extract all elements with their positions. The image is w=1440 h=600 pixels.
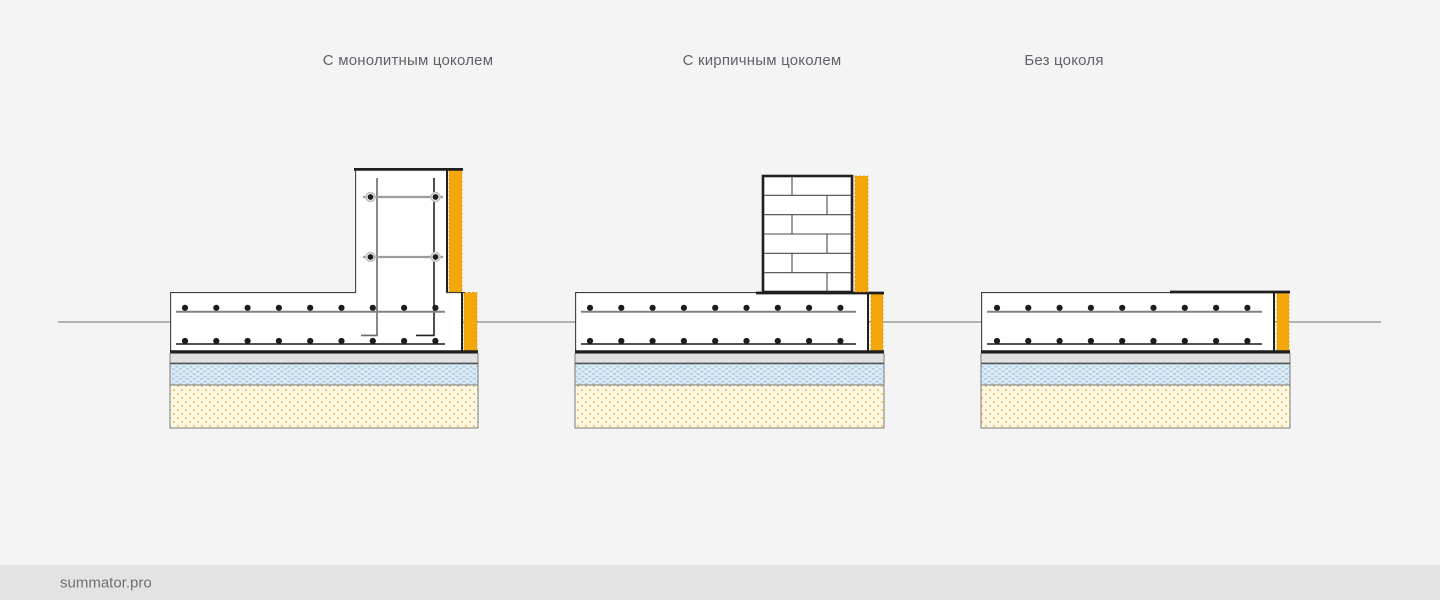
rebar-dot xyxy=(244,304,251,311)
slab-edge-insulation xyxy=(1276,292,1290,352)
diagram-no-plinth xyxy=(980,290,1291,429)
diagram-title-brick: С кирпичным цоколем xyxy=(682,52,842,69)
rebar-dot xyxy=(743,304,750,311)
rebar-dot xyxy=(680,337,688,345)
rebar-dot xyxy=(649,304,656,311)
rebar-dot xyxy=(993,304,1001,311)
rebar-dot xyxy=(369,304,376,311)
rebar-dot xyxy=(743,337,750,345)
vertical-rebar xyxy=(416,178,435,337)
rebar-dot xyxy=(837,337,844,345)
substrate-layers xyxy=(574,353,885,429)
rebar-section xyxy=(432,254,439,260)
diagram-title-monolithic: С монолитным цоколем xyxy=(322,52,494,69)
rebar-dot xyxy=(401,337,408,345)
rebar-dot xyxy=(244,337,251,345)
rebar-dot xyxy=(1025,337,1032,345)
rebar-dot xyxy=(181,304,189,311)
rebar-dot xyxy=(338,337,345,345)
rebar-section xyxy=(367,194,374,200)
rebar-dot xyxy=(369,337,376,345)
slab-rebar xyxy=(581,304,856,345)
insulation-layer xyxy=(169,362,479,386)
rebar-dot xyxy=(181,337,189,345)
site-watermark: summator.pro xyxy=(60,574,152,591)
rebar-dot xyxy=(837,304,844,311)
rebar-dot xyxy=(1181,304,1188,311)
rebar-dot xyxy=(213,304,220,311)
rebar-dot xyxy=(680,304,688,311)
rebar-dot xyxy=(1150,304,1157,311)
sand-layer xyxy=(169,384,479,429)
insulation-layer xyxy=(980,362,1291,386)
rebar-dot xyxy=(586,304,594,311)
sand-layer xyxy=(980,384,1291,429)
slab-edge-insulation xyxy=(870,292,884,352)
footer-bar: summator.pro xyxy=(0,565,1440,600)
rebar-dot xyxy=(213,337,220,345)
rebar-dot xyxy=(1244,337,1251,345)
plinth-insulation xyxy=(448,169,463,293)
slab-edge-insulation xyxy=(463,292,478,352)
rebar-dot xyxy=(275,304,282,311)
rebar-dot xyxy=(774,304,781,311)
brick-joints xyxy=(763,176,852,292)
diagram-brick-plinth xyxy=(574,174,885,429)
rebar-section xyxy=(432,194,439,200)
rebar-dot xyxy=(1119,304,1126,311)
plinth-insulation xyxy=(854,175,869,293)
rebar-dot xyxy=(338,304,345,311)
rebar-dot xyxy=(1025,304,1032,311)
rebar-dot xyxy=(618,337,625,345)
rebar-dot xyxy=(432,337,439,345)
rebar-dot xyxy=(1213,337,1220,345)
vertical-rebar xyxy=(361,178,378,337)
rebar-dot xyxy=(307,337,314,345)
rebar-dot xyxy=(307,304,314,311)
foundation-slab xyxy=(981,292,1275,352)
rebar-dot xyxy=(806,337,813,345)
rebar-dot xyxy=(1213,304,1220,311)
prep-layer xyxy=(980,353,1291,364)
prep-layer xyxy=(574,353,885,364)
rebar-dot xyxy=(1087,337,1094,345)
rebar-dot xyxy=(1056,337,1063,345)
rebar-dot xyxy=(649,337,656,345)
rebar-dot xyxy=(618,304,625,311)
rebar-dot xyxy=(401,304,408,311)
rebar-dot xyxy=(1181,337,1188,345)
prep-layer xyxy=(169,353,479,364)
substrate-layers xyxy=(169,353,479,429)
rebar-dot xyxy=(275,337,282,345)
diagram-monolithic-plinth xyxy=(169,167,479,429)
rebar-dot xyxy=(432,304,439,311)
insulation-layer xyxy=(574,362,885,386)
substrate-layers xyxy=(980,353,1291,429)
rebar-dot xyxy=(1087,304,1094,311)
sand-layer xyxy=(574,384,885,429)
rebar-dot xyxy=(712,337,719,345)
rebar-dot xyxy=(1244,304,1251,311)
rebar-dot xyxy=(712,304,719,311)
rebar-dot xyxy=(993,337,1001,345)
rebar-dot xyxy=(1150,337,1157,345)
rebar-dot xyxy=(774,337,781,345)
rebar-dot xyxy=(1056,304,1063,311)
rebar-dot xyxy=(1119,337,1126,345)
slab-rebar xyxy=(987,304,1262,345)
rebar-dot xyxy=(586,337,594,345)
monolithic-plinth-wall xyxy=(355,168,448,292)
rebar-section xyxy=(367,254,374,260)
rebar-dot xyxy=(806,304,813,311)
diagram-title-no-plinth: Без цоколя xyxy=(1024,52,1104,69)
slab-rebar xyxy=(176,304,445,345)
